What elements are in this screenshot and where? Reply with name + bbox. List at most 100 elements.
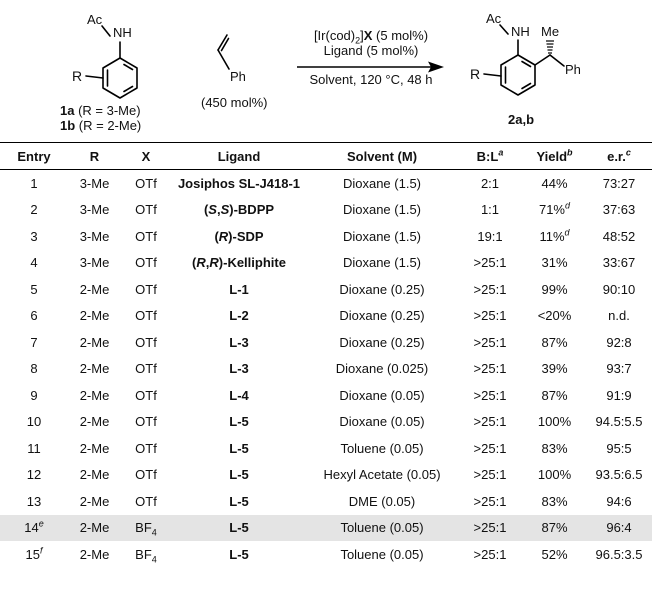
ligand-text: , (216, 202, 221, 218)
cell-solvent: Dioxane (0.025) (335, 361, 429, 377)
cell-x: OTf (121, 435, 171, 462)
cell-x: OTf (121, 276, 171, 303)
hashed-stereo-bond (546, 40, 554, 54)
cell-solvent: Dioxane (0.05) (339, 414, 425, 430)
cell-bl: 1:1 (480, 202, 500, 218)
product-structure (483, 24, 565, 96)
cell-yield: 100% (523, 409, 586, 436)
cell-yield: 52% (523, 541, 586, 568)
cell-x: OTf (121, 197, 171, 224)
x-value: OTf (135, 493, 157, 509)
cell-ligand: L-5 (171, 514, 307, 541)
x-value: OTf (135, 281, 157, 297)
x-value: OTf (135, 175, 157, 191)
x-value: OTf (135, 202, 157, 218)
cell-r: 2-Me (79, 387, 110, 403)
cell-yield: 11%d (523, 223, 586, 250)
ligand-text: ( (192, 255, 197, 271)
cell-x: OTf (121, 488, 171, 515)
cell-yield: 39% (523, 356, 586, 383)
x-value: OTf (135, 414, 157, 430)
cell-bl: >25:1 (473, 493, 507, 509)
cell-entry: 13 (0, 488, 68, 515)
cell-yield: 87% (523, 329, 586, 356)
cell-r: 2-Me (79, 414, 110, 430)
cell-r: 2-Me (79, 334, 110, 350)
catalyst-condition: [Ir(cod)2]X (5 mol%) (313, 28, 429, 46)
scheme-structures (85, 24, 565, 99)
results-table-container: Entry R X Ligand Solvent (M) B:La Yieldb… (0, 142, 652, 568)
cell-r: 2-Me (79, 546, 110, 562)
x-value: OTf (135, 361, 157, 377)
cell-er: 95:5 (606, 440, 632, 456)
cell-ligand: L-5 (229, 414, 249, 430)
entry-number: 4 (30, 255, 38, 271)
cell-x: OTf (121, 356, 171, 383)
cell-ligand: L-3 (229, 334, 249, 350)
x-value: OTf (135, 467, 157, 483)
cell-entry: 5 (0, 276, 68, 303)
yield-value: <20% (537, 308, 572, 324)
cell-x: OTf (121, 250, 171, 277)
entry-number: 12 (26, 467, 42, 483)
cell-ligand: (R,R)-Kelliphite (171, 250, 307, 277)
product-ph-label: Ph (565, 62, 581, 77)
cell-bl: 2:1 (480, 175, 500, 191)
cell-entry: 4 (0, 250, 68, 277)
cell-x: OTf (121, 462, 171, 489)
cell-r: 3-Me (79, 228, 110, 244)
x-value: OTf (135, 334, 157, 350)
x-value: OTf (135, 255, 157, 271)
x-value: OTf (135, 228, 157, 244)
cell-entry: 7 (0, 329, 68, 356)
yield-footnote: d (565, 200, 571, 211)
cell-r: 2-Me (68, 514, 121, 541)
header-yield: Yieldb (523, 142, 586, 170)
yield-footnote: d (564, 227, 570, 238)
cell-r: 2-Me (79, 440, 110, 456)
cell-solvent: Dioxane (1.5) (342, 202, 422, 218)
x-value: BF (135, 546, 152, 562)
table-header-row: Entry R X Ligand Solvent (M) B:La Yieldb… (0, 142, 652, 170)
cell-r: 2-Me (79, 493, 110, 509)
header-ligand: Ligand (171, 142, 307, 170)
cell-ligand: (R)-SDP (171, 223, 307, 250)
ligand-text: ( (203, 202, 209, 218)
entry-number: 1 (30, 175, 38, 191)
entry-number: 7 (30, 334, 38, 350)
cell-er: n.d. (608, 308, 630, 324)
cell-ligand: L-5 (229, 493, 249, 509)
cell-entry: 12 (0, 462, 68, 489)
entry-number: 2 (30, 202, 38, 218)
cell-solvent: Dioxane (0.25) (339, 308, 425, 324)
yield-value: 71% (538, 202, 565, 218)
cell-bl: >25:1 (457, 514, 523, 541)
x-subscript: 4 (151, 554, 157, 565)
stereo-descriptor: S (220, 202, 230, 218)
cell-x: OTf (121, 303, 171, 330)
cell-r: 2-Me (79, 308, 110, 324)
product-me-label: Me (541, 24, 560, 39)
product-ac-label: Ac (486, 11, 502, 26)
cell-bl: 19:1 (477, 228, 503, 244)
cell-bl: >25:1 (473, 361, 507, 377)
cell-er: 37:63 (602, 202, 636, 218)
cell-r: 2-Me (79, 281, 110, 297)
cell-entry: 3 (0, 223, 68, 250)
header-r: R (68, 142, 121, 170)
stereo-descriptor: R (218, 228, 229, 244)
cell-entry: 2 (0, 197, 68, 224)
cell-r: 3-Me (79, 175, 110, 191)
yield-value: 44% (541, 175, 568, 191)
yield-value: 87% (541, 387, 568, 403)
substrate-structure (85, 25, 138, 99)
stereo-descriptor: S (208, 202, 217, 218)
compound-1a-desc: (R = 3-Me) (74, 103, 141, 118)
